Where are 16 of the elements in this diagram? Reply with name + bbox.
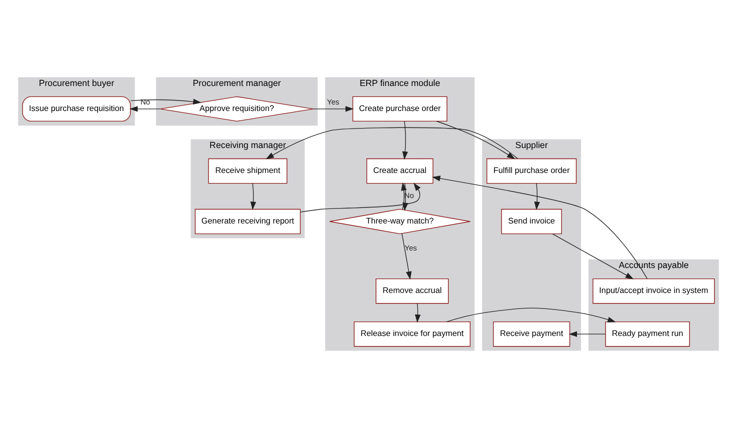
arrow <box>130 106 161 112</box>
edge-label: Yes <box>327 97 340 106</box>
arrow <box>436 120 516 159</box>
arrow <box>250 182 256 210</box>
arrow <box>552 233 634 279</box>
arrow <box>414 302 421 322</box>
arrow <box>266 126 518 159</box>
arrow <box>446 307 616 322</box>
arrow <box>568 330 606 336</box>
arrow <box>300 182 421 212</box>
arrow <box>402 120 408 160</box>
edge-label: Yes <box>404 243 417 252</box>
arrow <box>534 182 540 210</box>
arrow <box>432 175 648 278</box>
arrow <box>313 106 354 112</box>
arrow <box>402 232 412 280</box>
